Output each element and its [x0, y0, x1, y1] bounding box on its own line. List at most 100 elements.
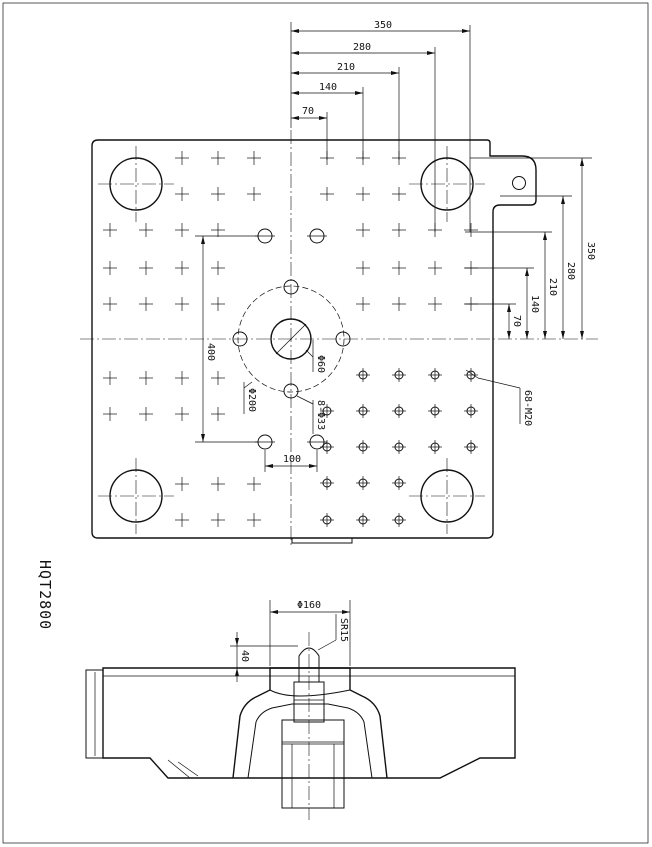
top-view: 350 280 210 140 70 350 280 210 140 70 — [80, 20, 598, 545]
cross-mark — [428, 297, 442, 311]
cross-mark — [247, 151, 261, 165]
cross-mark — [211, 151, 225, 165]
cross-mark — [139, 297, 153, 311]
cross-mark — [211, 477, 225, 491]
cross-mark — [103, 223, 117, 237]
tapped-hole — [356, 476, 370, 490]
tapped-hole — [392, 476, 406, 490]
dia-200-label: Φ200 — [246, 388, 257, 412]
cross-mark — [103, 407, 117, 421]
holes-33-label: 8-Φ33 — [315, 400, 326, 430]
dim-280-right: 280 — [565, 262, 576, 280]
dia-160-label: Φ160 — [297, 600, 321, 611]
dim-140-top: 140 — [319, 82, 337, 93]
dim-140-right: 140 — [529, 295, 540, 313]
cross-mark — [175, 151, 189, 165]
pcd-200-circle — [237, 285, 345, 393]
dim-350-right: 350 — [585, 242, 596, 260]
dia-60-label: Φ60 — [315, 355, 326, 373]
cross-mark — [211, 223, 225, 237]
cross-mark — [211, 297, 225, 311]
ear-hole — [512, 176, 526, 190]
cross-mark — [139, 261, 153, 275]
cross-mark — [211, 261, 225, 275]
cross-mark — [392, 297, 406, 311]
cross-mark — [392, 261, 406, 275]
cross-mark — [139, 407, 153, 421]
cross-mark — [103, 261, 117, 275]
cross-mark — [175, 513, 189, 527]
dim-280-top: 280 — [353, 42, 371, 53]
threads-m20-label: 68-M20 — [522, 390, 533, 426]
dim-100: 100 — [283, 454, 301, 465]
tapped-holes — [320, 368, 478, 527]
side-nozzle-tip — [298, 647, 320, 682]
cross-mark — [175, 261, 189, 275]
dim-210-top: 210 — [337, 62, 355, 73]
feature-leaders: Φ60 Φ200 8-Φ33 68-M20 — [243, 323, 533, 434]
locating-ring-hole — [270, 318, 312, 360]
cross-mark — [175, 407, 189, 421]
tapped-hole — [356, 513, 370, 527]
tapped-hole — [392, 513, 406, 527]
cross-mark — [320, 187, 334, 201]
right-dimensions: 350 280 210 140 70 — [465, 157, 596, 339]
cross-mark — [247, 513, 261, 527]
dimension-sr15: SR15 — [317, 614, 349, 651]
tapped-hole — [464, 404, 478, 418]
dim-350-top: 350 — [374, 20, 392, 31]
cross-mark — [103, 297, 117, 311]
cross-mark — [356, 261, 370, 275]
tapped-hole — [464, 440, 478, 454]
tapped-hole — [356, 368, 370, 382]
tapped-hole — [428, 404, 442, 418]
tapped-hole — [356, 404, 370, 418]
cross-mark — [175, 297, 189, 311]
tapped-hole — [320, 513, 334, 527]
tie-bar-holes — [98, 146, 485, 534]
tapped-hole — [428, 368, 442, 382]
cross-mark — [211, 187, 225, 201]
cross-mark — [103, 371, 117, 385]
cross-mark — [392, 223, 406, 237]
cross-mark — [356, 223, 370, 237]
cross-mark — [211, 407, 225, 421]
cross-mark — [247, 187, 261, 201]
cross-mark — [139, 223, 153, 237]
plate-bottom-tab — [291, 538, 353, 544]
cross-mark — [392, 187, 406, 201]
dim-400: 400 — [205, 343, 216, 361]
dim-70-top: 70 — [302, 106, 314, 117]
tapped-hole — [392, 440, 406, 454]
tapped-hole — [356, 440, 370, 454]
sr15-label: SR15 — [338, 618, 349, 642]
cross-mark — [211, 513, 225, 527]
tapped-hole — [464, 368, 478, 382]
cross-mark — [356, 187, 370, 201]
cross-mark — [211, 371, 225, 385]
cross-mark — [247, 477, 261, 491]
cross-mark — [175, 187, 189, 201]
side-ram — [281, 719, 345, 809]
dimension-dia-160: Φ160 — [269, 600, 351, 666]
top-dimensions: 350 280 210 140 70 — [290, 20, 471, 232]
dimension-40: 40 — [230, 632, 298, 682]
model-label: HQT2800 — [36, 560, 54, 630]
tapped-hole — [392, 404, 406, 418]
cross-mark — [428, 261, 442, 275]
side-plate — [102, 667, 516, 779]
dim-210-right: 210 — [547, 278, 558, 296]
side-hub — [232, 667, 388, 779]
dimension-400: 400 — [195, 235, 258, 443]
tapped-hole — [392, 368, 406, 382]
cross-mark — [175, 223, 189, 237]
pcd-holes — [232, 228, 351, 450]
tapped-hole — [320, 476, 334, 490]
side-hub-inner — [247, 703, 373, 779]
cross-mark — [356, 297, 370, 311]
tapped-hole — [428, 440, 442, 454]
cross-mark — [175, 477, 189, 491]
tapped-hole — [320, 404, 334, 418]
